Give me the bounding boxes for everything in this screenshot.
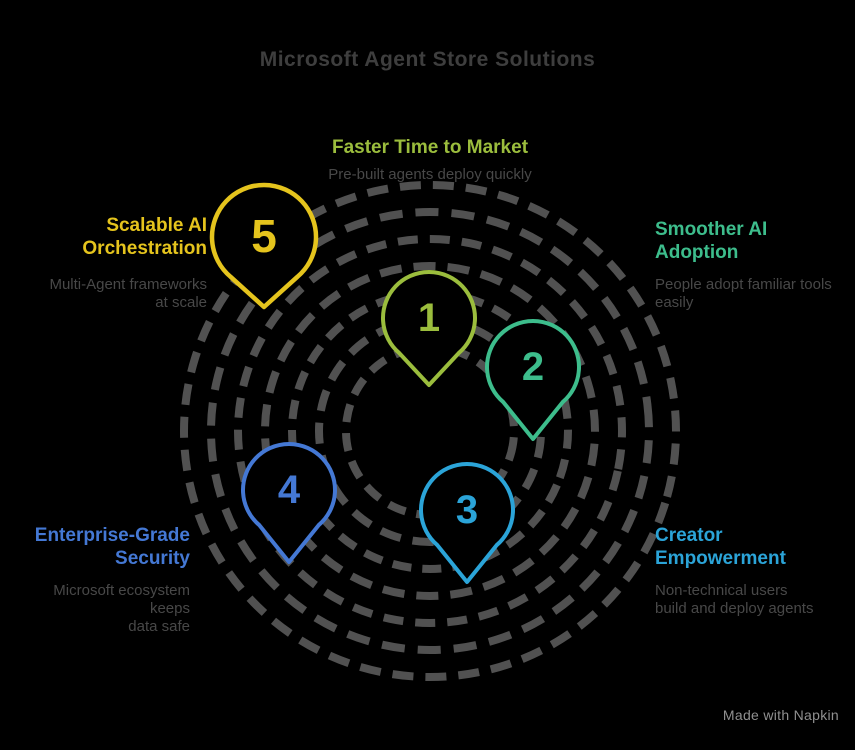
ring-1 [342, 343, 518, 519]
label-block-smoother-ai-adoption: Smoother AI Adoption People adopt famili… [655, 218, 845, 312]
pin-5-number: 5 [251, 210, 277, 262]
ring-7 [180, 181, 680, 681]
desc-creator-line1: Non-technical users [655, 582, 788, 599]
desc-enterprise: Microsoft ecosystem keeps data safe [10, 582, 190, 636]
desc-smoother-line1: People adopt familiar tools [655, 276, 832, 293]
ring-6 [207, 208, 653, 654]
label-creator-empowerment: Creator Empowerment [655, 525, 786, 569]
desc-creator-line2: build and deploy agents [655, 600, 814, 617]
label-block-faster-time-to-market: Faster Time to Market Pre-built agents d… [230, 136, 630, 184]
map-pin-2 [485, 318, 581, 441]
desc-smoother-line2: easily [655, 294, 694, 311]
desc-enterprise-line1: Microsoft ecosystem keeps [53, 582, 190, 617]
desc-enterprise-line2: data safe [128, 618, 190, 635]
page-title: Microsoft Agent Store Solutions [259, 48, 596, 71]
desc-faster: Pre-built agents deploy quickly [230, 166, 630, 184]
desc-faster-line1: Pre-built agents deploy quickly [328, 166, 532, 183]
map-pin-3 [419, 461, 515, 584]
label-block-creator-empowerment: Creator Empowerment Non-technical users … [655, 524, 855, 618]
label-enterprise-grade-security: Enterprise-Grade Security [34, 525, 190, 569]
ring-5 [234, 235, 626, 627]
desc-creator: Non-technical users build and deploy age… [655, 582, 855, 618]
label-block-scalable-ai-orchestration: Scalable AI Orchestration Multi-Agent fr… [27, 214, 207, 312]
label-block-enterprise-grade-security: Enterprise-Grade Security Microsoft ecos… [10, 524, 190, 636]
pin-4-number: 4 [277, 468, 301, 512]
label-smoother-ai-adoption: Smoother AI Adoption [655, 219, 768, 263]
pin-1-number: 1 [417, 296, 441, 340]
map-pin-4 [241, 441, 337, 564]
map-pin-5 [209, 182, 319, 310]
pin-3-number: 3 [455, 488, 479, 532]
label-faster-time-to-market: Faster Time to Market [331, 137, 529, 158]
ring-3 [288, 289, 572, 573]
desc-scalable-line1: Multi-Agent frameworks [49, 276, 207, 293]
label-scalable-ai-orchestration: Scalable AI Orchestration [82, 215, 207, 259]
desc-scalable-line2: at scale [155, 294, 207, 311]
pin-2-number: 2 [521, 345, 545, 389]
map-pin-1 [381, 269, 477, 387]
desc-smoother: People adopt familiar tools easily [655, 276, 845, 312]
watermark: Made with Napkin [722, 707, 839, 723]
desc-scalable: Multi-Agent frameworks at scale [27, 276, 207, 312]
